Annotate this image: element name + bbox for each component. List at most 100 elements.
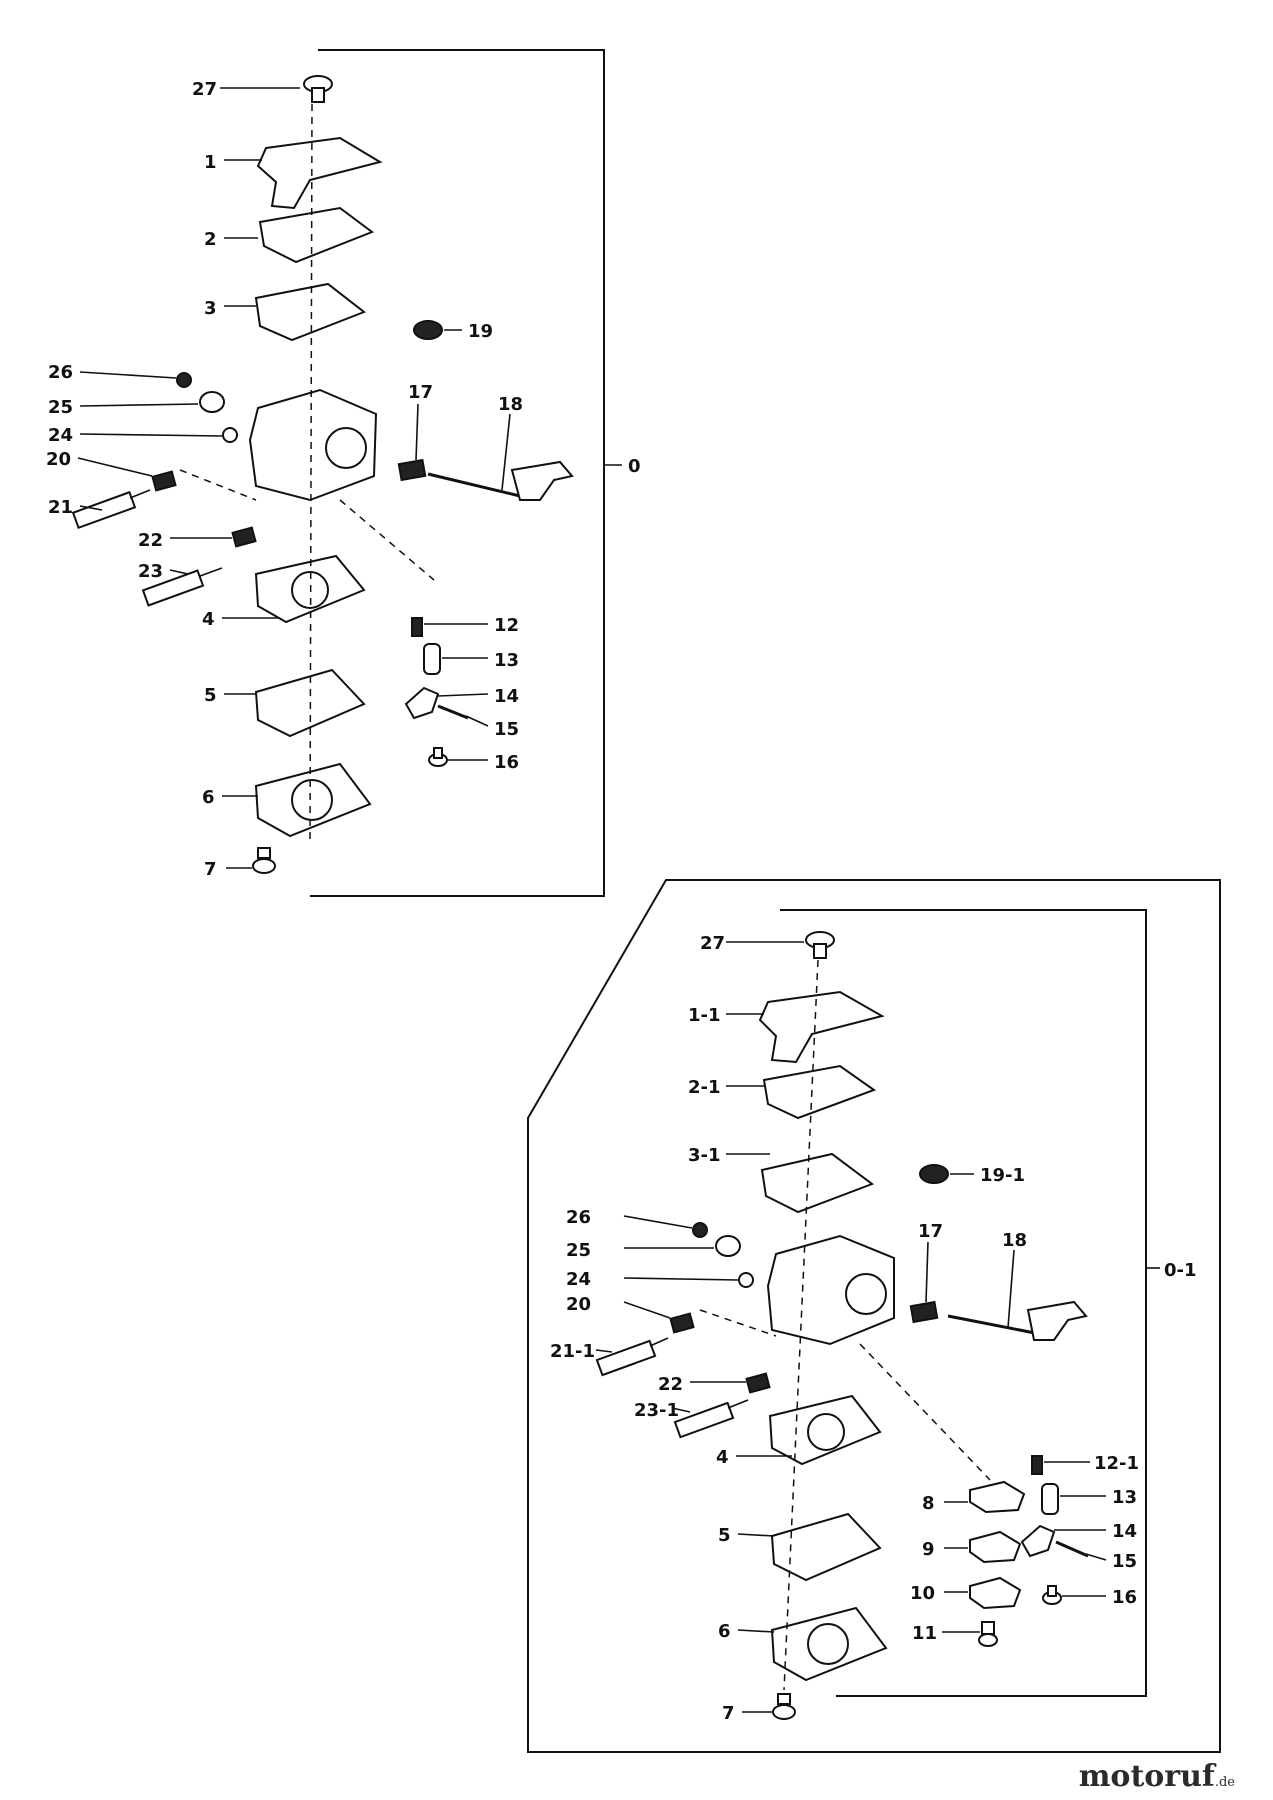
label-a-25: 25: [48, 397, 73, 418]
leader-b-18: [1007, 1249, 1015, 1329]
label-b-15: 15: [1112, 1551, 1137, 1572]
part-needle-21: [71, 489, 151, 530]
label-a-19: 19: [468, 321, 493, 342]
label-b-9: 9: [922, 1539, 935, 1560]
assembly-line-a-center: [309, 103, 313, 843]
leader-a-20: [77, 457, 153, 477]
part-nut-26-b: [692, 1222, 708, 1238]
label-b-17: 17: [918, 1221, 943, 1242]
part-gasket-2-1: [762, 1064, 877, 1120]
part-lever-14: [404, 686, 440, 720]
leader-a-18: [501, 413, 511, 491]
label-a-16: 16: [494, 752, 519, 773]
assembly-frame-0-1-inner: [780, 909, 1147, 1697]
label-a-7: 7: [204, 859, 217, 880]
part-diaphragm-5-b: [770, 1512, 882, 1582]
label-b-12-1: 12-1: [1094, 1453, 1139, 1474]
label-a-4: 4: [202, 609, 215, 630]
label-b-18: 18: [1002, 1230, 1027, 1251]
part-nut-26: [176, 372, 192, 388]
label-b-8: 8: [922, 1493, 935, 1514]
leader-b-6: [737, 1629, 775, 1633]
part-screw-7-b: [772, 1693, 796, 1720]
label-b-19-1: 19-1: [980, 1165, 1025, 1186]
label-a-2: 2: [204, 229, 217, 250]
label-a-22: 22: [138, 530, 163, 551]
label-b-26: 26: [566, 1207, 591, 1228]
part-spring-20: [151, 470, 177, 492]
part-needle-23-1: [673, 1399, 749, 1439]
part-cover-6-b-hole: [807, 1623, 849, 1665]
part-washer-25-b: [715, 1235, 741, 1257]
leader-a-25: [79, 403, 199, 407]
part-needle-21-1: [595, 1337, 669, 1377]
label-b-11: 11: [912, 1623, 937, 1644]
part-screw-27-b: [805, 931, 835, 959]
part-diaphragm-3: [254, 282, 367, 342]
label-b-21-1: 21-1: [550, 1341, 595, 1362]
part-cap-19: [413, 320, 443, 340]
label-a-24: 24: [48, 425, 73, 446]
label-a-15: 15: [494, 719, 519, 740]
part-spring-22-b: [745, 1372, 771, 1394]
assembly-label-0-1: 0-1: [1164, 1260, 1197, 1281]
part-screw-16: [428, 747, 448, 767]
assembly-label-0: 0: [628, 456, 641, 477]
part-screw-11: [978, 1621, 998, 1647]
part-needle-13-b: [1041, 1483, 1059, 1515]
part-washer-25: [199, 391, 225, 413]
part-diaphragm-3-1: [760, 1152, 875, 1214]
leader-b-26: [623, 1215, 693, 1229]
label-a-23: 23: [138, 561, 163, 582]
part-pin-15: [437, 704, 469, 720]
label-a-20: 20: [46, 449, 71, 470]
label-b-13: 13: [1112, 1487, 1137, 1508]
part-carb-bore: [325, 427, 367, 469]
label-b-14: 14: [1112, 1521, 1137, 1542]
label-a-12: 12: [494, 615, 519, 636]
label-a-18: 18: [498, 394, 523, 415]
part-spring-20-b: [669, 1312, 695, 1334]
label-a-3: 3: [204, 298, 217, 319]
label-a-27: 27: [192, 79, 217, 100]
part-cover-1-1: [758, 990, 885, 1064]
leader-b-23-1: [671, 1407, 691, 1413]
part-shaft-18: [427, 460, 574, 501]
assembly-frame-0: [310, 49, 605, 897]
part-spring-12-1: [1031, 1455, 1043, 1475]
part-screw-27: [303, 75, 333, 103]
part-gasket-4-b-hole: [807, 1413, 845, 1451]
leader-a-26: [79, 371, 177, 379]
part-carb-body-b: [766, 1234, 895, 1346]
label-b-22: 22: [658, 1374, 683, 1395]
part-spring-12: [411, 617, 423, 637]
label-a-26: 26: [48, 362, 73, 383]
leader-a-15: [465, 715, 489, 727]
label-b-23-1: 23-1: [634, 1400, 679, 1421]
watermark-brand: motoruf: [1078, 1759, 1215, 1794]
leader-b-21-1: [595, 1349, 613, 1353]
label-b-4: 4: [716, 1447, 729, 1468]
label-a-14: 14: [494, 686, 519, 707]
part-spring-17: [397, 458, 427, 482]
assembly-line-a-needle: [179, 469, 257, 501]
assembly-line-b-center: [783, 959, 819, 1691]
part-plate-8: [969, 1480, 1026, 1514]
label-a-13: 13: [494, 650, 519, 671]
part-shaft-18-b: [947, 1300, 1088, 1341]
part-spring-22: [231, 526, 257, 548]
label-b-24: 24: [566, 1269, 591, 1290]
leader-b-5: [737, 1533, 775, 1537]
part-cover-6-hole: [291, 779, 333, 821]
label-a-21: 21: [48, 497, 73, 518]
part-pin-15-b: [1055, 1540, 1089, 1558]
label-b-2-1: 2-1: [688, 1077, 721, 1098]
label-b-25: 25: [566, 1240, 591, 1261]
leader-a-21: [79, 505, 103, 511]
part-cover-1: [256, 136, 383, 210]
label-b-5: 5: [718, 1525, 731, 1546]
label-b-16: 16: [1112, 1587, 1137, 1608]
leader-b-20: [623, 1301, 671, 1319]
assembly-frame-0-1: [527, 879, 1221, 1753]
